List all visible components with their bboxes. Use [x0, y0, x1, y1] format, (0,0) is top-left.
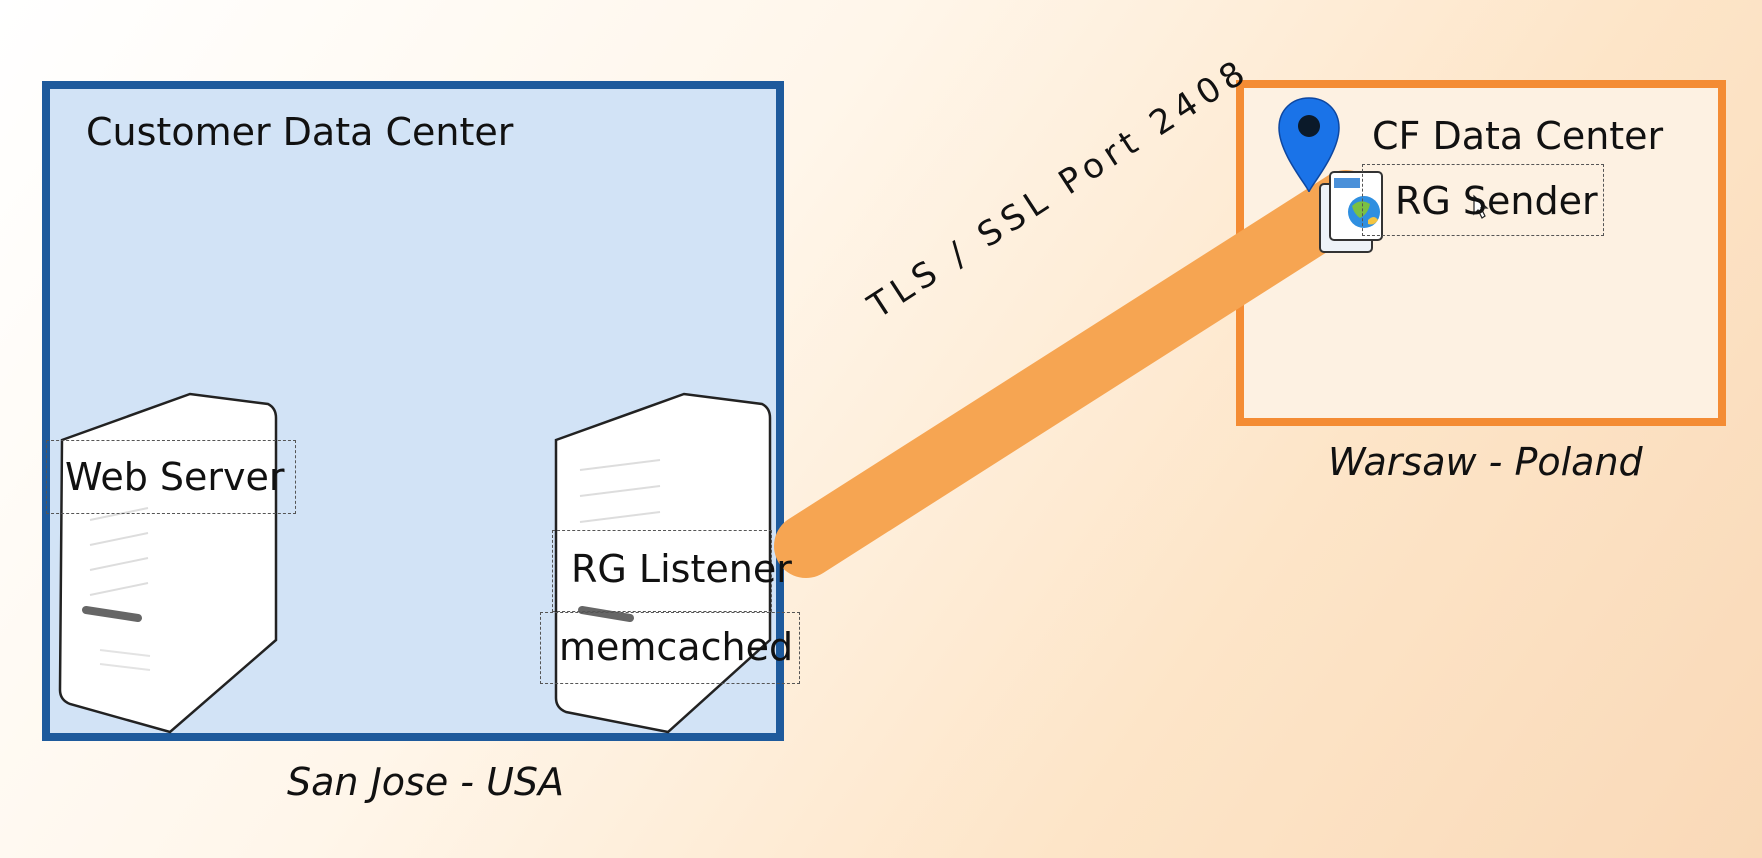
- customer-dc-title: Customer Data Center: [86, 110, 514, 154]
- tls-tunnel: [774, 170, 1378, 578]
- cf-dc-title: CF Data Center: [1372, 114, 1664, 158]
- cursor-icon: [1473, 194, 1489, 219]
- rg-sender-box: RG Sender: [1362, 164, 1604, 236]
- rg-sender-label: RG Sender: [1395, 179, 1598, 223]
- memcached-box: memcached: [540, 612, 800, 684]
- rg-listener-box: RG Listener: [552, 530, 792, 612]
- san-jose-caption: San Jose - USA: [287, 760, 565, 804]
- rg-listener-server-icon: [554, 392, 772, 734]
- warsaw-caption: Warsaw - Poland: [1328, 440, 1643, 484]
- web-server-label: Web Server: [65, 455, 285, 499]
- rg-listener-label: RG Listener: [571, 547, 792, 591]
- memcached-label: memcached: [559, 625, 794, 669]
- web-server-icon: [58, 392, 278, 734]
- location-pin-icon: [1278, 97, 1340, 193]
- web-page-icon: [1319, 171, 1383, 253]
- web-server-box: Web Server: [46, 440, 296, 514]
